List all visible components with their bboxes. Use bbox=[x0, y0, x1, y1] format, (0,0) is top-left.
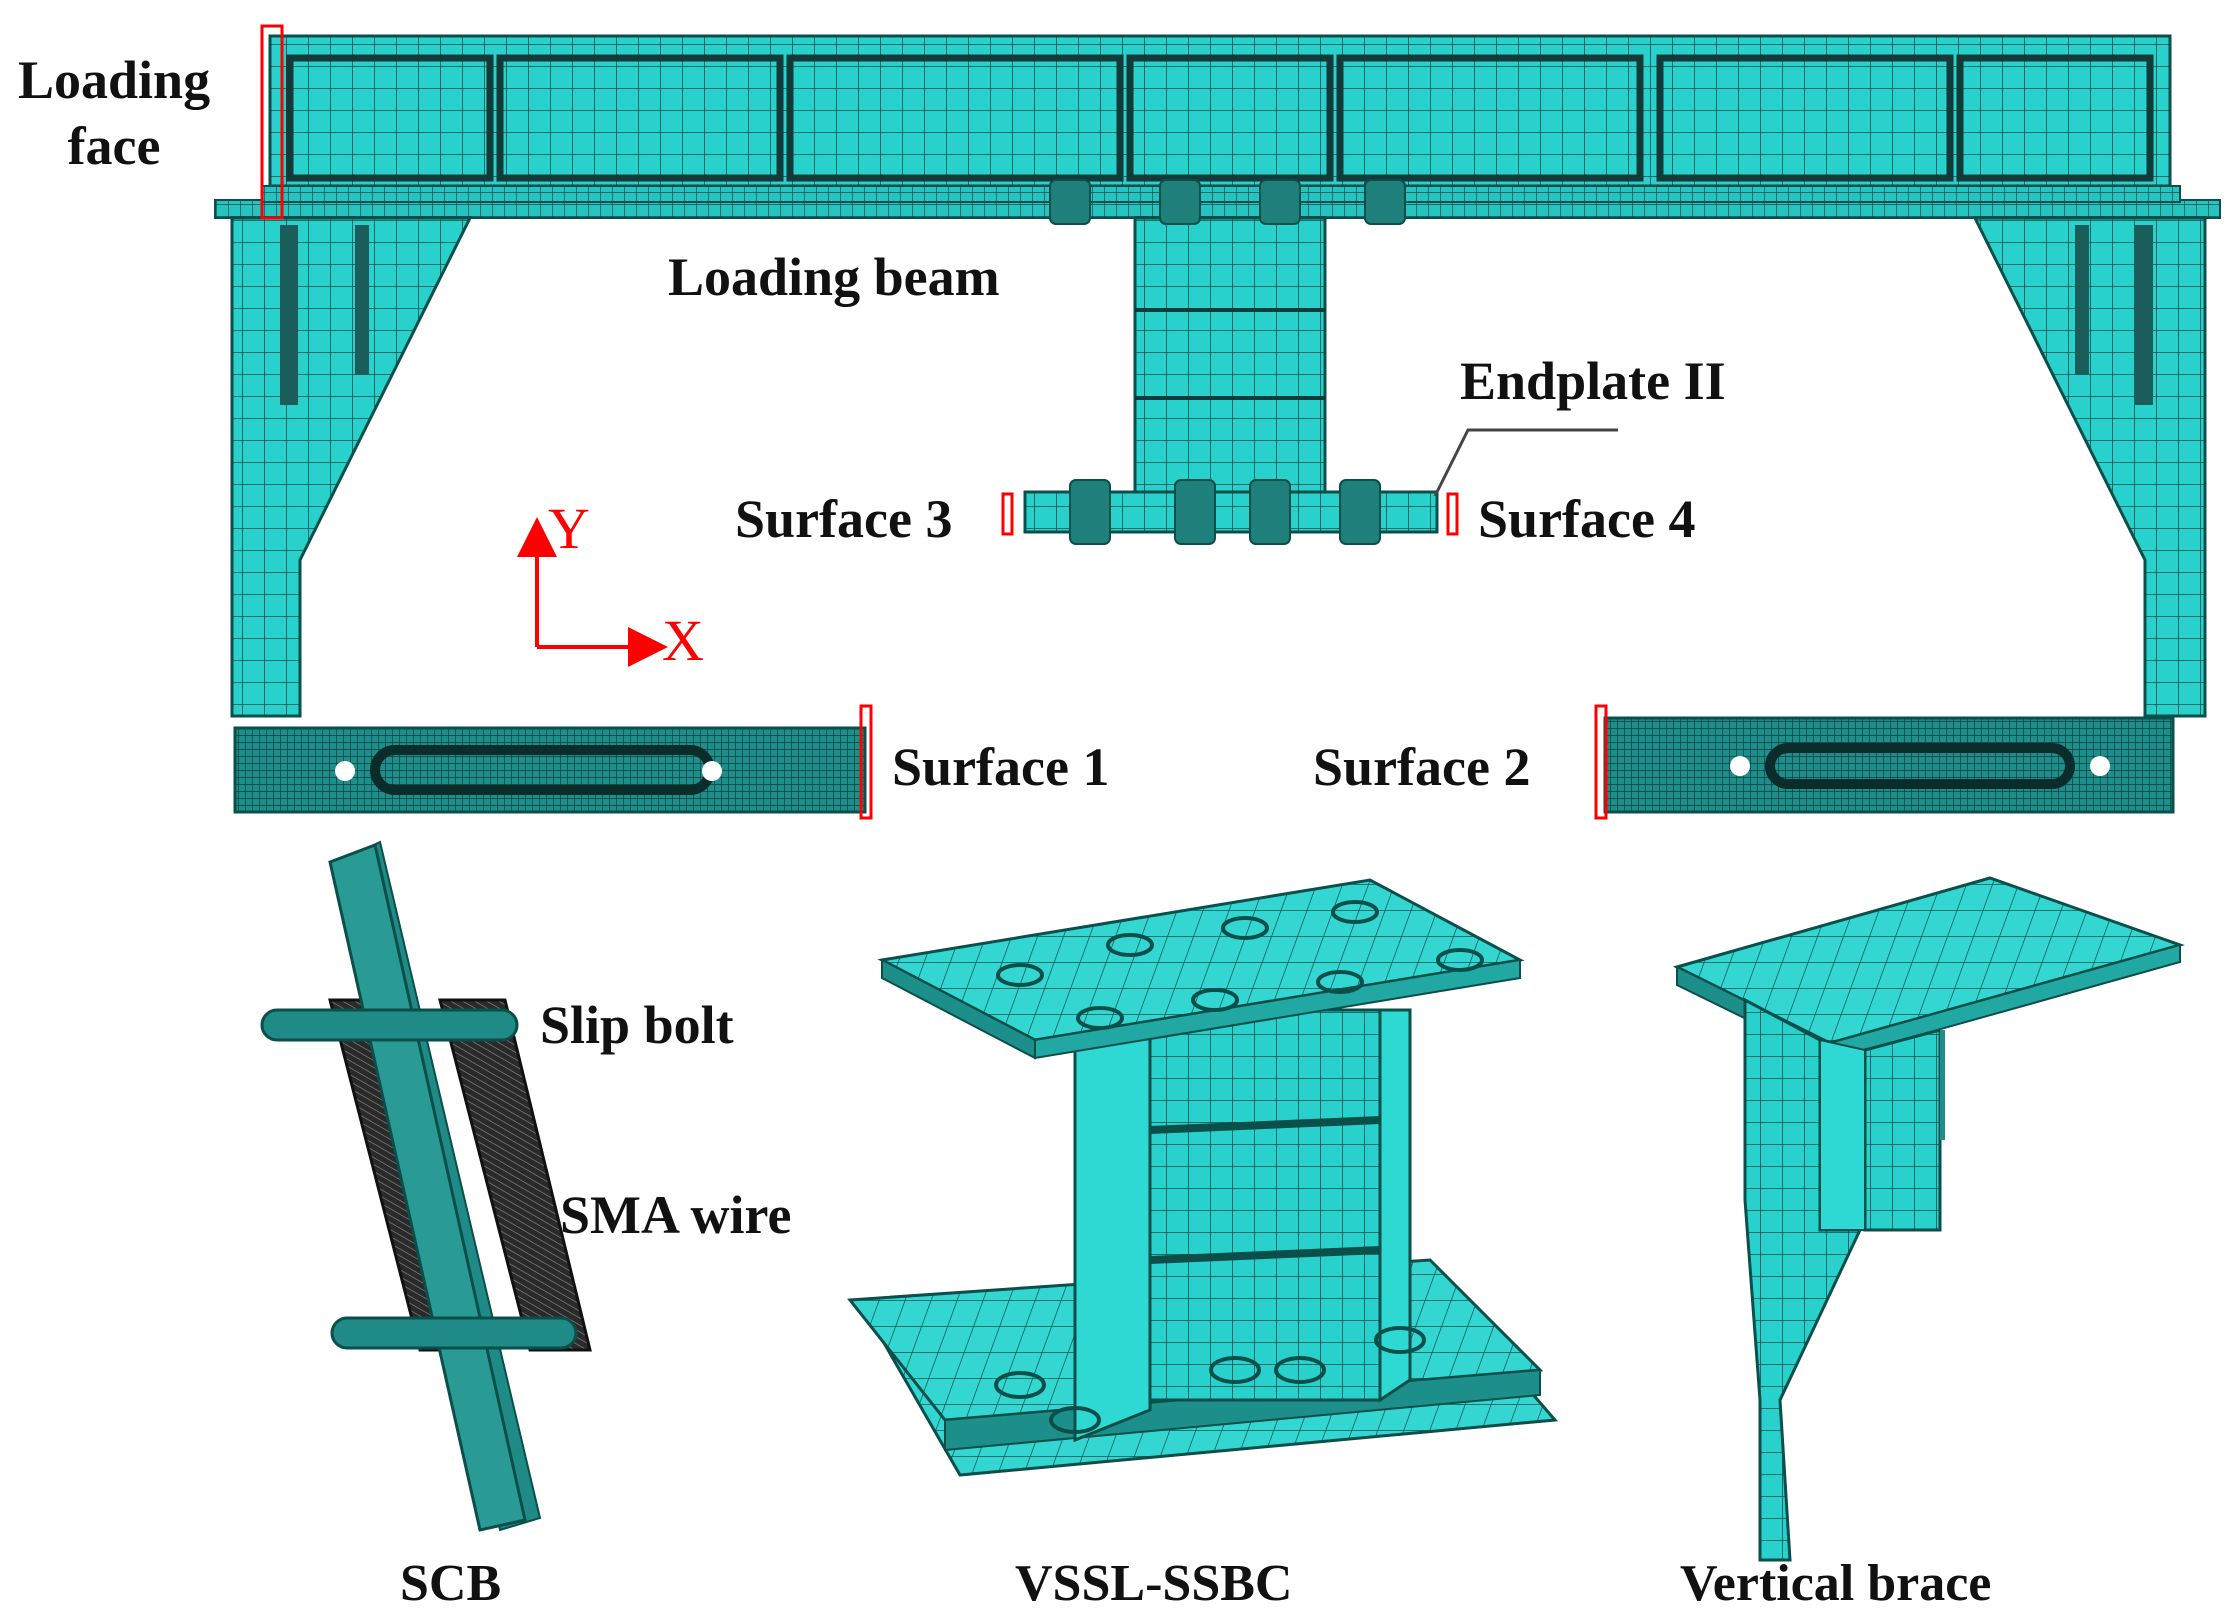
slip-bolt-top bbox=[260, 1008, 519, 1042]
loading-face-box bbox=[260, 24, 284, 220]
caption-vertical-brace: Vertical brace bbox=[1680, 1555, 1992, 1612]
left-column bbox=[230, 216, 473, 718]
right-column bbox=[1972, 216, 2207, 718]
label-surface-3: Surface 3 bbox=[735, 489, 953, 549]
scb-wire-right bbox=[438, 998, 592, 1352]
surface-3-box bbox=[1001, 492, 1014, 536]
surface-highlights bbox=[260, 24, 1608, 820]
surface-4-box bbox=[1446, 492, 1459, 536]
scb-model bbox=[260, 840, 592, 1532]
endplate-leader bbox=[1433, 428, 1618, 497]
label-loading-beam: Loading beam bbox=[668, 247, 1000, 307]
caption-vssl-ssbc: VSSL-SSBC bbox=[1015, 1555, 1293, 1612]
endplate-bolts bbox=[1069, 479, 1381, 545]
axis-label-y: Y bbox=[548, 496, 590, 561]
central-column bbox=[1133, 216, 1327, 498]
vssl-ssbc-model bbox=[847, 878, 1559, 1477]
label-loading-face: Loading face bbox=[18, 50, 211, 176]
ssbc-web bbox=[1148, 1008, 1382, 1402]
vertical-brace-model bbox=[1672, 876, 2185, 1562]
surface-2-box bbox=[1594, 704, 1608, 820]
brace-fin-right bbox=[1863, 1028, 1942, 1232]
flange-bolts bbox=[1049, 179, 1406, 225]
surface-1-box bbox=[859, 704, 873, 820]
slip-bolt-bottom bbox=[330, 1316, 578, 1350]
caption-scb: SCB bbox=[400, 1555, 502, 1612]
label-surface-4: Surface 4 bbox=[1478, 489, 1696, 549]
slot-right bbox=[1765, 743, 2075, 789]
label-sma-wire: SMA wire bbox=[560, 1185, 792, 1245]
label-slip-bolt: Slip bolt bbox=[540, 995, 734, 1055]
ssbc-bolt-heads bbox=[994, 900, 1484, 1434]
label-surface-2: Surface 2 bbox=[1313, 737, 1531, 797]
label-endplate-ii: Endplate II bbox=[1460, 351, 1726, 411]
loading-beam-frame bbox=[214, 34, 2221, 814]
beam-stiffeners bbox=[286, 54, 2154, 182]
coordinate-axes bbox=[517, 517, 668, 667]
axis-label-x: X bbox=[662, 608, 704, 673]
bottom-strip-right bbox=[1603, 716, 2175, 814]
label-surface-1: Surface 1 bbox=[892, 737, 1110, 797]
bottom-strip-left bbox=[233, 726, 867, 814]
